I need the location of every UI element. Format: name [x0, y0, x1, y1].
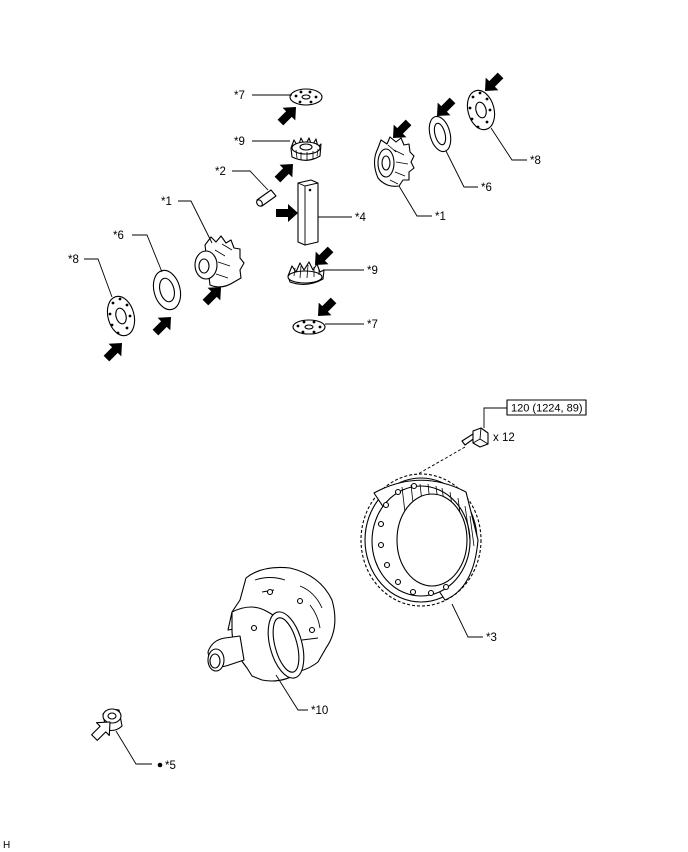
side-washer-6-right	[428, 115, 452, 153]
grease-arrow-icon	[100, 336, 129, 365]
pinion-shaft-4	[297, 179, 319, 246]
callout-3: *3	[486, 632, 497, 644]
callout-2: *2	[215, 166, 226, 178]
grease-arrow-icon	[271, 157, 300, 186]
side-gear-1-right	[373, 136, 415, 187]
callout-7-top: *7	[234, 90, 245, 102]
thrust-washer-7-top	[289, 88, 323, 106]
corner-mark: H	[3, 840, 10, 851]
callout-6-left: *6	[113, 230, 124, 242]
bolt-axis-dashed	[417, 446, 466, 475]
torque-spec-box: 120 (1224, 89)	[506, 399, 587, 416]
ring-gear-bolt	[461, 427, 489, 448]
callout-10: *10	[311, 705, 328, 717]
leader-8-left	[84, 258, 113, 298]
leader-5	[115, 730, 152, 765]
callout-4: *4	[355, 212, 366, 224]
pinion-gear-9-bottom	[287, 261, 325, 285]
callout-5: *5	[165, 760, 176, 772]
leader-8-right	[490, 127, 527, 161]
differential-case-10	[207, 566, 336, 682]
callout-8-right: *8	[530, 155, 541, 167]
torque-spec-text: 120 (1224, 89)	[511, 403, 583, 415]
callout-1-right: *1	[435, 211, 446, 223]
thrust-washer-7-bottom	[292, 319, 326, 335]
leader-6-left	[132, 234, 163, 273]
leader-10	[275, 674, 308, 711]
pinion-gear-9-top	[290, 137, 322, 161]
callout-6-right: *6	[481, 182, 492, 194]
callout-8-left: *8	[68, 254, 79, 266]
leader-2	[232, 170, 269, 191]
grease-arrow-icon	[308, 243, 337, 272]
lock-pin-2	[256, 189, 277, 207]
callout-9-bottom: *9	[367, 265, 378, 277]
thrust-washer-8-right	[466, 89, 496, 131]
non-reusable-bullet-icon	[157, 762, 163, 768]
bolt-quantity: x 12	[493, 432, 515, 444]
grease-arrow-icon	[274, 100, 303, 129]
leader-1-left	[178, 200, 213, 244]
bearing-5	[102, 708, 123, 732]
ring-gear-bolt-holes	[377, 482, 450, 597]
callout-9-top: *9	[234, 136, 245, 148]
side-washer-6-left	[152, 269, 182, 311]
grease-arrow-icon	[149, 310, 178, 339]
thrust-washer-8-left	[106, 295, 136, 337]
ring-gear-3	[360, 473, 482, 607]
callout-1-left: *1	[161, 196, 172, 208]
grease-arrow-icon	[276, 204, 298, 222]
leader-torque	[483, 407, 507, 428]
leader-6-right	[445, 150, 478, 188]
callout-7-bottom: *7	[367, 319, 378, 331]
leader-1-right	[398, 185, 432, 217]
leader-3	[451, 603, 483, 638]
side-gear-1-left	[194, 235, 245, 288]
grease-arrow-icon	[311, 294, 340, 323]
